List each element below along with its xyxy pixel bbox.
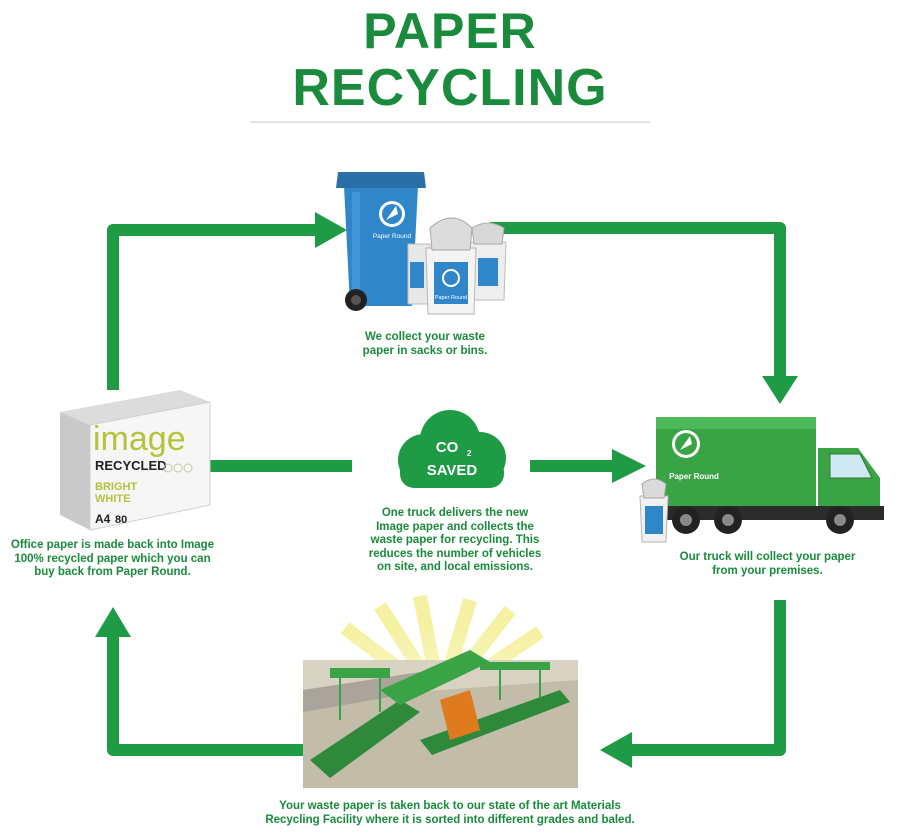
- arrow-office-to-bin: [107, 224, 318, 390]
- cloud-co: CO: [436, 439, 459, 456]
- title-line-2: RECYCLING: [292, 59, 608, 117]
- arrow-heads: [95, 212, 798, 768]
- office-caption-line-2: 100% recycled paper which you can: [14, 552, 211, 565]
- office-caption-line-1: Office paper is made back into Image: [10, 539, 215, 551]
- recycling-bin-icon: Paper Round: [336, 172, 426, 311]
- arrow-head-right-icon-2: [612, 449, 646, 483]
- collect-caption-line-1: We collect your waste: [365, 331, 485, 343]
- box-white: WHITE: [95, 493, 130, 505]
- arrow-head-left-icon: [600, 732, 632, 768]
- truck-caption-line-2: from your premises.: [712, 564, 823, 577]
- box-size: A4: [95, 512, 111, 526]
- facility-caption-line-1: Your waste paper is taken back to our st…: [279, 800, 621, 812]
- paper-box-icon: image RECYCLED BRIGHT WHITE A4 80: [60, 390, 211, 531]
- cloud-sub: 2: [467, 449, 472, 458]
- box-weight: 80: [115, 514, 127, 526]
- facility-caption-line-2: Recycling Facility where it is sorted in…: [265, 813, 635, 826]
- collect-caption-line-2: paper in sacks or bins.: [362, 344, 488, 357]
- box-recycled: RECYCLED: [95, 458, 167, 473]
- co2-caption: One truck delivers the new Image paper a…: [345, 507, 565, 575]
- arrow-truck-to-facility: [630, 600, 786, 756]
- co2-caption-line-5: on site, and local emissions.: [377, 561, 533, 573]
- cycle-arrows: [107, 222, 786, 756]
- truck-caption: Our truck will collect your paper from y…: [640, 551, 895, 578]
- co2-caption-line-1: One truck delivers the new: [381, 507, 529, 519]
- sack-label: Paper Round: [435, 295, 467, 301]
- co2-caption-line-3: waste paper for recycling. This: [370, 534, 540, 546]
- arrow-facility-to-office: [107, 635, 303, 756]
- co2-caption-line-2: Image paper and collects the: [376, 520, 534, 533]
- box-brand: image: [93, 420, 186, 458]
- collect-caption: We collect your waste paper in sacks or …: [335, 331, 515, 358]
- arrow-head-down-icon: [762, 376, 798, 404]
- bin-label: Paper Round: [373, 233, 412, 240]
- co2-cloud-icon: CO 2 SAVED: [398, 410, 506, 488]
- truck-label: Paper Round: [669, 472, 719, 481]
- office-caption: Office paper is made back into Image 100…: [0, 539, 225, 580]
- paper-sack-icon: Paper Round: [407, 217, 507, 315]
- co2-caption-line-4: reduces the number of vehicles: [368, 547, 542, 560]
- recycling-facility-icon: [290, 590, 590, 788]
- office-caption-line-3: buy back from Paper Round.: [34, 566, 191, 578]
- cloud-saved: SAVED: [427, 462, 478, 479]
- paper-sack-icon-2: [639, 478, 669, 543]
- arrow-head-up-icon: [95, 607, 131, 637]
- truck-caption-line-1: Our truck will collect your paper: [679, 551, 856, 563]
- arrow-bin-to-truck: [490, 222, 786, 378]
- title-line-1: PAPER: [363, 3, 537, 59]
- arrow-head-right-icon: [315, 212, 347, 248]
- facility-caption: Your waste paper is taken back to our st…: [180, 800, 720, 827]
- box-bright: BRIGHT: [95, 481, 137, 493]
- truck-icon: Paper Round: [652, 417, 884, 534]
